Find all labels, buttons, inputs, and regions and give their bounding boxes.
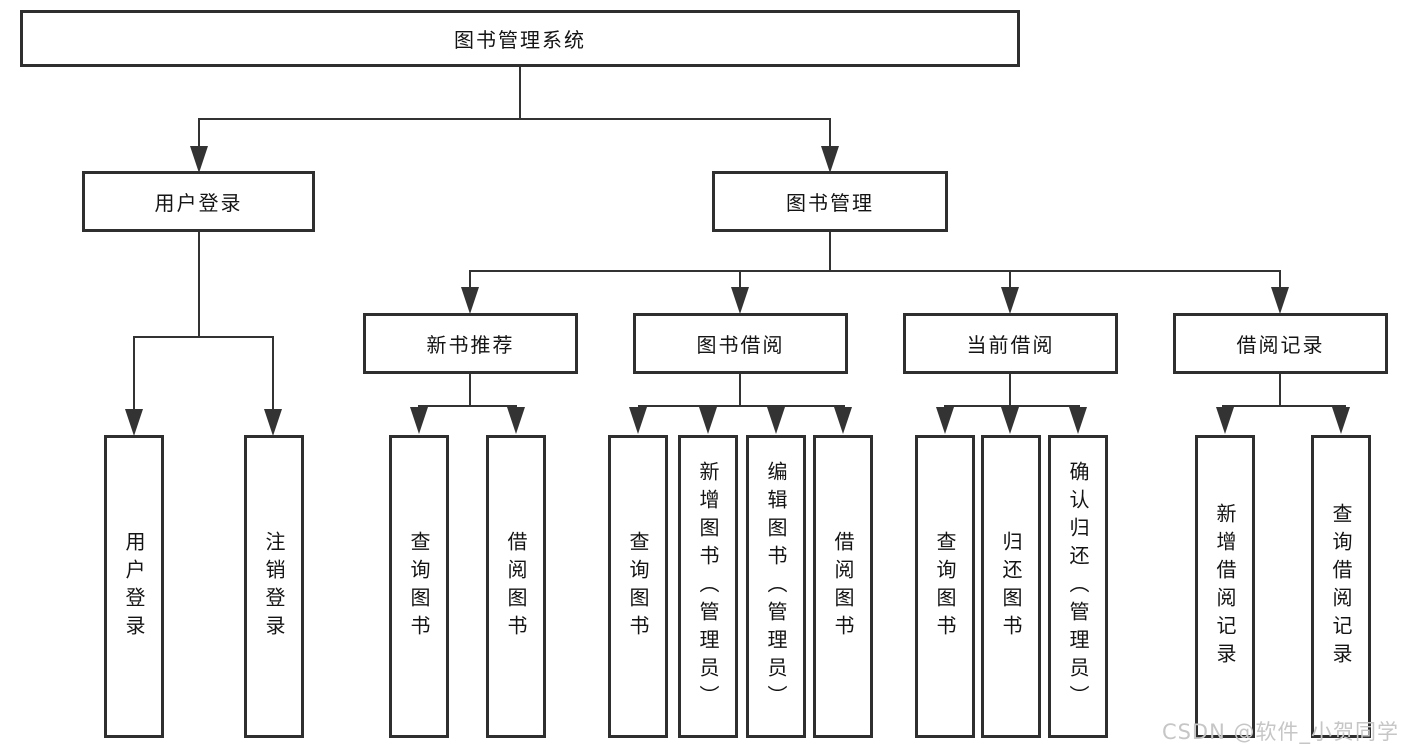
leaf-edit-book-admin: 编辑图书（管理员） xyxy=(746,435,806,738)
connector-mgmt-hline xyxy=(469,270,1281,272)
arrowhead-to-leaf-logout xyxy=(264,409,282,436)
arrowhead-borrow-child-4 xyxy=(834,407,852,434)
arrowhead-records-child-1 xyxy=(1216,407,1234,434)
arrowhead-rec-child-2 xyxy=(507,407,525,434)
leaf-borrow-query-book-label: 查询图书 xyxy=(626,530,650,643)
node-current-borrow: 当前借阅 xyxy=(903,313,1118,374)
connector-borrow-stub xyxy=(739,374,741,407)
arrowhead-rec-child-1 xyxy=(410,407,428,434)
arrowhead-to-current-borrow xyxy=(1001,287,1019,314)
arrowhead-current-child-2 xyxy=(1001,407,1019,434)
arrowhead-to-book-borrow xyxy=(731,287,749,314)
connector-login-drop-right xyxy=(272,336,274,410)
leaf-user-login: 用户登录 xyxy=(104,435,164,738)
node-book-mgmt-label: 图书管理 xyxy=(786,191,874,215)
connector-login-hline xyxy=(133,336,274,338)
node-root: 图书管理系统 xyxy=(20,10,1020,67)
node-book-borrow-label: 图书借阅 xyxy=(696,333,785,357)
leaf-confirm-return-admin: 确认归还（管理员） xyxy=(1048,435,1108,738)
leaf-confirm-return-admin-label: 确认归还（管理员） xyxy=(1066,460,1090,713)
leaf-add-borrow-record-label: 新增借阅记录 xyxy=(1213,502,1237,671)
connector-records-hline xyxy=(1222,405,1346,407)
node-user-login: 用户登录 xyxy=(82,171,315,232)
connector-login-stub xyxy=(198,232,200,338)
leaf-rec-query-book: 查询图书 xyxy=(389,435,449,738)
leaf-logout-label: 注销登录 xyxy=(262,530,286,643)
connector-root-stub xyxy=(519,66,521,119)
connector-root-drop-right xyxy=(829,118,831,150)
connector-current-hline xyxy=(944,405,1080,407)
arrowhead-to-leaf-user-login xyxy=(125,409,143,436)
connector-rec-stub xyxy=(469,374,471,407)
arrowhead-current-child-3 xyxy=(1069,407,1087,434)
connector-borrow-hline xyxy=(638,405,845,407)
leaf-add-borrow-record: 新增借阅记录 xyxy=(1195,435,1255,738)
node-new-book-rec: 新书推荐 xyxy=(363,313,578,374)
csdn-watermark: CSDN @软件_小贺同学 xyxy=(1161,720,1399,744)
leaf-return-book-label: 归还图书 xyxy=(999,530,1023,643)
connector-mgmt-drop-2 xyxy=(739,270,741,289)
leaf-query-borrow-record: 查询借阅记录 xyxy=(1311,435,1371,738)
arrowhead-to-borrow-records xyxy=(1271,287,1289,314)
leaf-query-borrow-record-label: 查询借阅记录 xyxy=(1329,502,1353,671)
node-book-borrow: 图书借阅 xyxy=(633,313,848,374)
leaf-borrow-book-label: 借阅图书 xyxy=(831,530,855,643)
node-new-book-rec-label: 新书推荐 xyxy=(426,333,515,357)
node-book-mgmt: 图书管理 xyxy=(712,171,948,232)
node-borrow-records: 借阅记录 xyxy=(1173,313,1388,374)
leaf-rec-borrow-book-label: 借阅图书 xyxy=(504,530,528,643)
leaf-current-query-book-label: 查询图书 xyxy=(933,530,957,643)
connector-mgmt-drop-1 xyxy=(469,270,471,289)
leaf-current-query-book: 查询图书 xyxy=(915,435,975,738)
connector-records-stub xyxy=(1279,374,1281,407)
leaf-borrow-book: 借阅图书 xyxy=(813,435,873,738)
arrowhead-records-child-2 xyxy=(1332,407,1350,434)
leaf-user-login-label: 用户登录 xyxy=(122,530,146,643)
leaf-rec-query-book-label: 查询图书 xyxy=(407,530,431,643)
connector-login-drop-left xyxy=(133,336,135,410)
arrowhead-current-child-1 xyxy=(936,407,954,434)
arrowhead-to-new-book-rec xyxy=(461,287,479,314)
arrowhead-borrow-child-2 xyxy=(699,407,717,434)
leaf-rec-borrow-book: 借阅图书 xyxy=(486,435,546,738)
leaf-add-book-admin: 新增图书（管理员） xyxy=(678,435,738,738)
leaf-edit-book-admin-label: 编辑图书（管理员） xyxy=(764,460,788,713)
connector-root-hline xyxy=(198,118,831,120)
connector-mgmt-drop-4 xyxy=(1279,270,1281,289)
node-borrow-records-label: 借阅记录 xyxy=(1236,333,1325,357)
leaf-logout: 注销登录 xyxy=(244,435,304,738)
connector-rec-hline xyxy=(418,405,517,407)
node-user-login-label: 用户登录 xyxy=(154,191,243,215)
connector-current-stub xyxy=(1009,374,1011,407)
arrowhead-borrow-child-1 xyxy=(629,407,647,434)
connector-root-drop-left xyxy=(198,118,200,150)
node-root-label: 图书管理系统 xyxy=(454,28,586,52)
leaf-borrow-query-book: 查询图书 xyxy=(608,435,668,738)
node-current-borrow-label: 当前借阅 xyxy=(966,333,1055,357)
connector-mgmt-drop-3 xyxy=(1009,270,1011,289)
arrowhead-to-book-mgmt xyxy=(821,146,839,173)
arrowhead-to-user-login xyxy=(190,146,208,173)
connector-mgmt-stub xyxy=(829,232,831,272)
leaf-add-book-admin-label: 新增图书（管理员） xyxy=(696,460,720,713)
arrowhead-borrow-child-3 xyxy=(767,407,785,434)
leaf-return-book: 归还图书 xyxy=(981,435,1041,738)
